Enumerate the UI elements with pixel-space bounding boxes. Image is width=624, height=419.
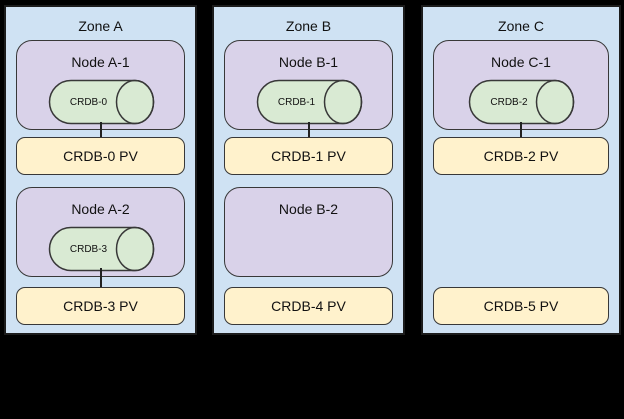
cylinder-label: CRDB-3 bbox=[69, 243, 108, 255]
crdb-cylinder: CRDB-2 bbox=[467, 79, 575, 125]
pv-box: CRDB-4 PV bbox=[224, 287, 393, 325]
crdb-cylinder: CRDB-1 bbox=[255, 79, 363, 125]
database-cylinder-icon bbox=[468, 79, 575, 125]
zone-panel-b: Zone B Node B-1 CRDB-1 CRDB-1 PV Node B-… bbox=[212, 5, 405, 335]
pv-label: CRDB-2 PV bbox=[483, 148, 559, 164]
database-cylinder-icon bbox=[48, 79, 154, 125]
node-title: Node C-1 bbox=[491, 54, 551, 70]
pv-label: CRDB-5 PV bbox=[483, 298, 559, 314]
pv-label: CRDB-0 PV bbox=[63, 148, 138, 164]
node-title: Node B-1 bbox=[278, 54, 339, 70]
zone-panel-c: Zone C Node C-1 CRDB-2 CRDB-2 PV CRDB-5 … bbox=[421, 5, 621, 335]
crdb-cylinder: CRDB-3 bbox=[47, 226, 155, 272]
cylinder-pv-connector bbox=[99, 268, 102, 288]
pv-box: CRDB-3 PV bbox=[16, 287, 185, 325]
zone-title: Zone C bbox=[498, 18, 544, 34]
cylinder-label: CRDB-1 bbox=[277, 96, 316, 108]
node-title: Node B-2 bbox=[278, 201, 339, 217]
node-title: Node A-2 bbox=[71, 201, 130, 217]
cylinder-pv-connector bbox=[307, 122, 310, 138]
zone-panel-a: Zone A Node A-1 CRDB-0 CRDB-0 PV Node A-… bbox=[4, 5, 197, 335]
cylinder-label: CRDB-2 bbox=[490, 96, 528, 108]
cylinder-pv-connector bbox=[99, 122, 102, 138]
pv-label: CRDB-3 PV bbox=[63, 298, 138, 314]
pv-box: CRDB-5 PV bbox=[433, 287, 609, 325]
pv-box: CRDB-1 PV bbox=[224, 137, 393, 175]
database-cylinder-icon bbox=[48, 226, 154, 272]
zone-title: Zone A bbox=[78, 18, 123, 34]
cylinder-pv-connector bbox=[520, 122, 522, 138]
node-box: Node A-2 CRDB-3 bbox=[16, 187, 185, 277]
zone-title: Zone B bbox=[285, 18, 332, 34]
crdb-cylinder: CRDB-0 bbox=[47, 79, 155, 125]
cylinder-label: CRDB-0 bbox=[69, 96, 108, 108]
pv-box: CRDB-2 PV bbox=[433, 137, 609, 175]
database-cylinder-icon bbox=[256, 79, 362, 125]
node-box: Node B-1 CRDB-1 bbox=[224, 40, 393, 130]
node-box: Node A-1 CRDB-0 bbox=[16, 40, 185, 130]
pv-label: CRDB-1 PV bbox=[271, 148, 346, 164]
node-box-empty: Node B-2 bbox=[224, 187, 393, 277]
pv-label: CRDB-4 PV bbox=[271, 298, 346, 314]
node-box: Node C-1 CRDB-2 bbox=[433, 40, 609, 130]
pv-box: CRDB-0 PV bbox=[16, 137, 185, 175]
node-title: Node A-1 bbox=[71, 54, 130, 70]
